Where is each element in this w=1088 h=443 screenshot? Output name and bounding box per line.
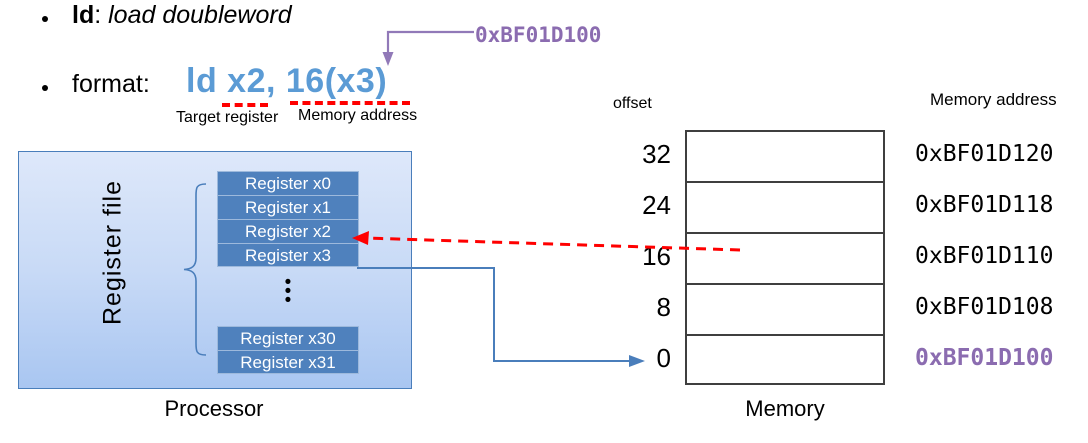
register-cell: Register x31 [217, 350, 359, 374]
register-ellipsis-icon: ••• [217, 272, 359, 311]
mnemonic-description: load doubleword [108, 1, 292, 29]
memory-address-value: 0xBF01D120 [915, 140, 1054, 167]
pointer-arrow-icon [382, 30, 474, 66]
target-register-caption: Target register [176, 109, 279, 126]
register-cell: Register x3 [217, 243, 359, 267]
register-cell: Register x0 [217, 171, 359, 195]
instruction-text: ld x2, 16(x3) [186, 62, 388, 100]
target-register-underline-icon [222, 103, 268, 107]
memory-cell [687, 234, 883, 285]
register-cell: Register x2 [217, 219, 359, 243]
memory-address-underline-icon [290, 101, 410, 105]
memory-offset-value: 8 [656, 291, 671, 322]
bullet-mnemonic-line: ld: load doubleword [72, 3, 292, 28]
memory-offset-value: 32 [642, 138, 671, 169]
memory-address-value: 0xBF01D110 [915, 242, 1054, 269]
ellipsis-dot-icon: • [284, 272, 292, 293]
register-cell: Register x1 [217, 195, 359, 219]
register-cell: Register x30 [217, 326, 359, 350]
memory-cell [687, 132, 883, 183]
memory-cell [687, 183, 883, 234]
memory-address-header-label: Memory address [930, 90, 1057, 109]
memory-address-value: 0xBF01D108 [915, 293, 1054, 320]
processor-caption: Processor [164, 396, 264, 421]
bullet-format-line: format: [72, 72, 150, 97]
mnemonic-separator: : [94, 1, 109, 29]
memory-offset-value: 24 [642, 189, 671, 220]
memory-offset-value: 0 [656, 342, 671, 373]
ellipsis-dot-icon: • [284, 281, 292, 302]
memory-offset-value: 16 [642, 240, 671, 271]
bullet-dot-icon [42, 16, 48, 22]
memory-cell [687, 285, 883, 336]
mnemonic-text: ld [72, 1, 95, 29]
memory-caption: Memory [745, 396, 825, 421]
memory-cell [687, 336, 883, 387]
register-file-brace-icon [183, 183, 207, 356]
memory-table [685, 130, 885, 385]
pointer-address-label: 0xBF01D100 [475, 23, 602, 47]
format-label: format: [72, 70, 150, 98]
memory-address-value: 0xBF01D118 [915, 191, 1054, 218]
memory-address-caption: Memory address [298, 107, 418, 124]
bullet-dot-icon [42, 85, 48, 91]
ellipsis-dot-icon: • [284, 290, 292, 311]
offset-header-label: offset [613, 95, 652, 112]
memory-address-value: 0xBF01D100 [915, 344, 1054, 371]
register-file-label: Register file [98, 180, 127, 325]
